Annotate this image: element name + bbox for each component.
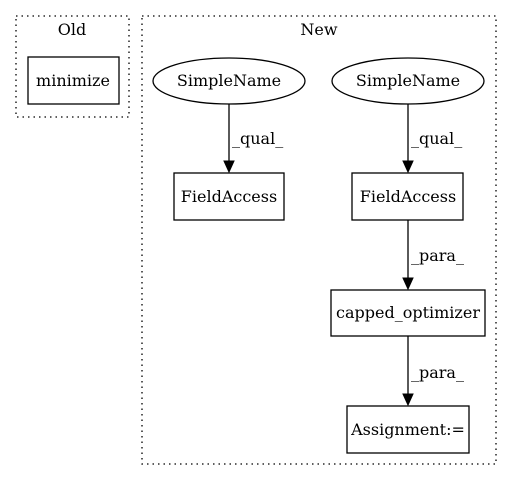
node-assignment: Assignment:= [346, 405, 470, 454]
edge-simplename-1-to-fieldaccess-1: _qual_ [223, 104, 283, 174]
node-label: FieldAccess [181, 187, 277, 206]
edge-label: _qual_ [232, 129, 283, 148]
cluster-new-label: New [300, 20, 337, 39]
node-box [351, 172, 464, 221]
node-fieldaccess-1: FieldAccess [173, 172, 285, 221]
node-minimize: minimize [27, 56, 120, 105]
node-box [330, 289, 486, 337]
node-simplename-1: SimpleName [152, 57, 306, 105]
node-simplename-2: SimpleName [331, 57, 485, 105]
arrowhead [223, 160, 235, 174]
node-box [346, 405, 470, 454]
cluster-old-label: Old [58, 20, 86, 39]
arrowhead [402, 393, 414, 407]
edge-capped-optimizer-to-assignment: _para_ [402, 336, 464, 407]
cluster-old-border [15, 15, 130, 118]
node-box [173, 172, 285, 221]
node-label: SimpleName [177, 71, 281, 90]
cluster-new: New [141, 15, 497, 465]
node-box [27, 56, 120, 105]
node-label: capped_optimizer [336, 303, 480, 322]
node-ellipse [152, 57, 306, 105]
node-ellipse [331, 57, 485, 105]
node-label: Assignment:= [350, 420, 465, 439]
edge-label: _qual_ [411, 129, 462, 148]
edge-label: _para_ [411, 246, 464, 265]
edge-label: _para_ [411, 363, 464, 382]
node-capped-optimizer: capped_optimizer [330, 289, 486, 337]
arrowhead [402, 277, 414, 291]
node-label: minimize [36, 71, 110, 90]
node-label: FieldAccess [360, 187, 456, 206]
node-fieldaccess-2: FieldAccess [351, 172, 464, 221]
cluster-new-border [141, 15, 497, 465]
edge-simplename-2-to-fieldaccess-2: _qual_ [402, 104, 462, 174]
arrowhead [402, 160, 414, 174]
edge-fieldaccess-2-to-capped-optimizer: _para_ [402, 220, 464, 291]
cluster-old: Old [15, 15, 130, 118]
node-label: SimpleName [356, 71, 460, 90]
